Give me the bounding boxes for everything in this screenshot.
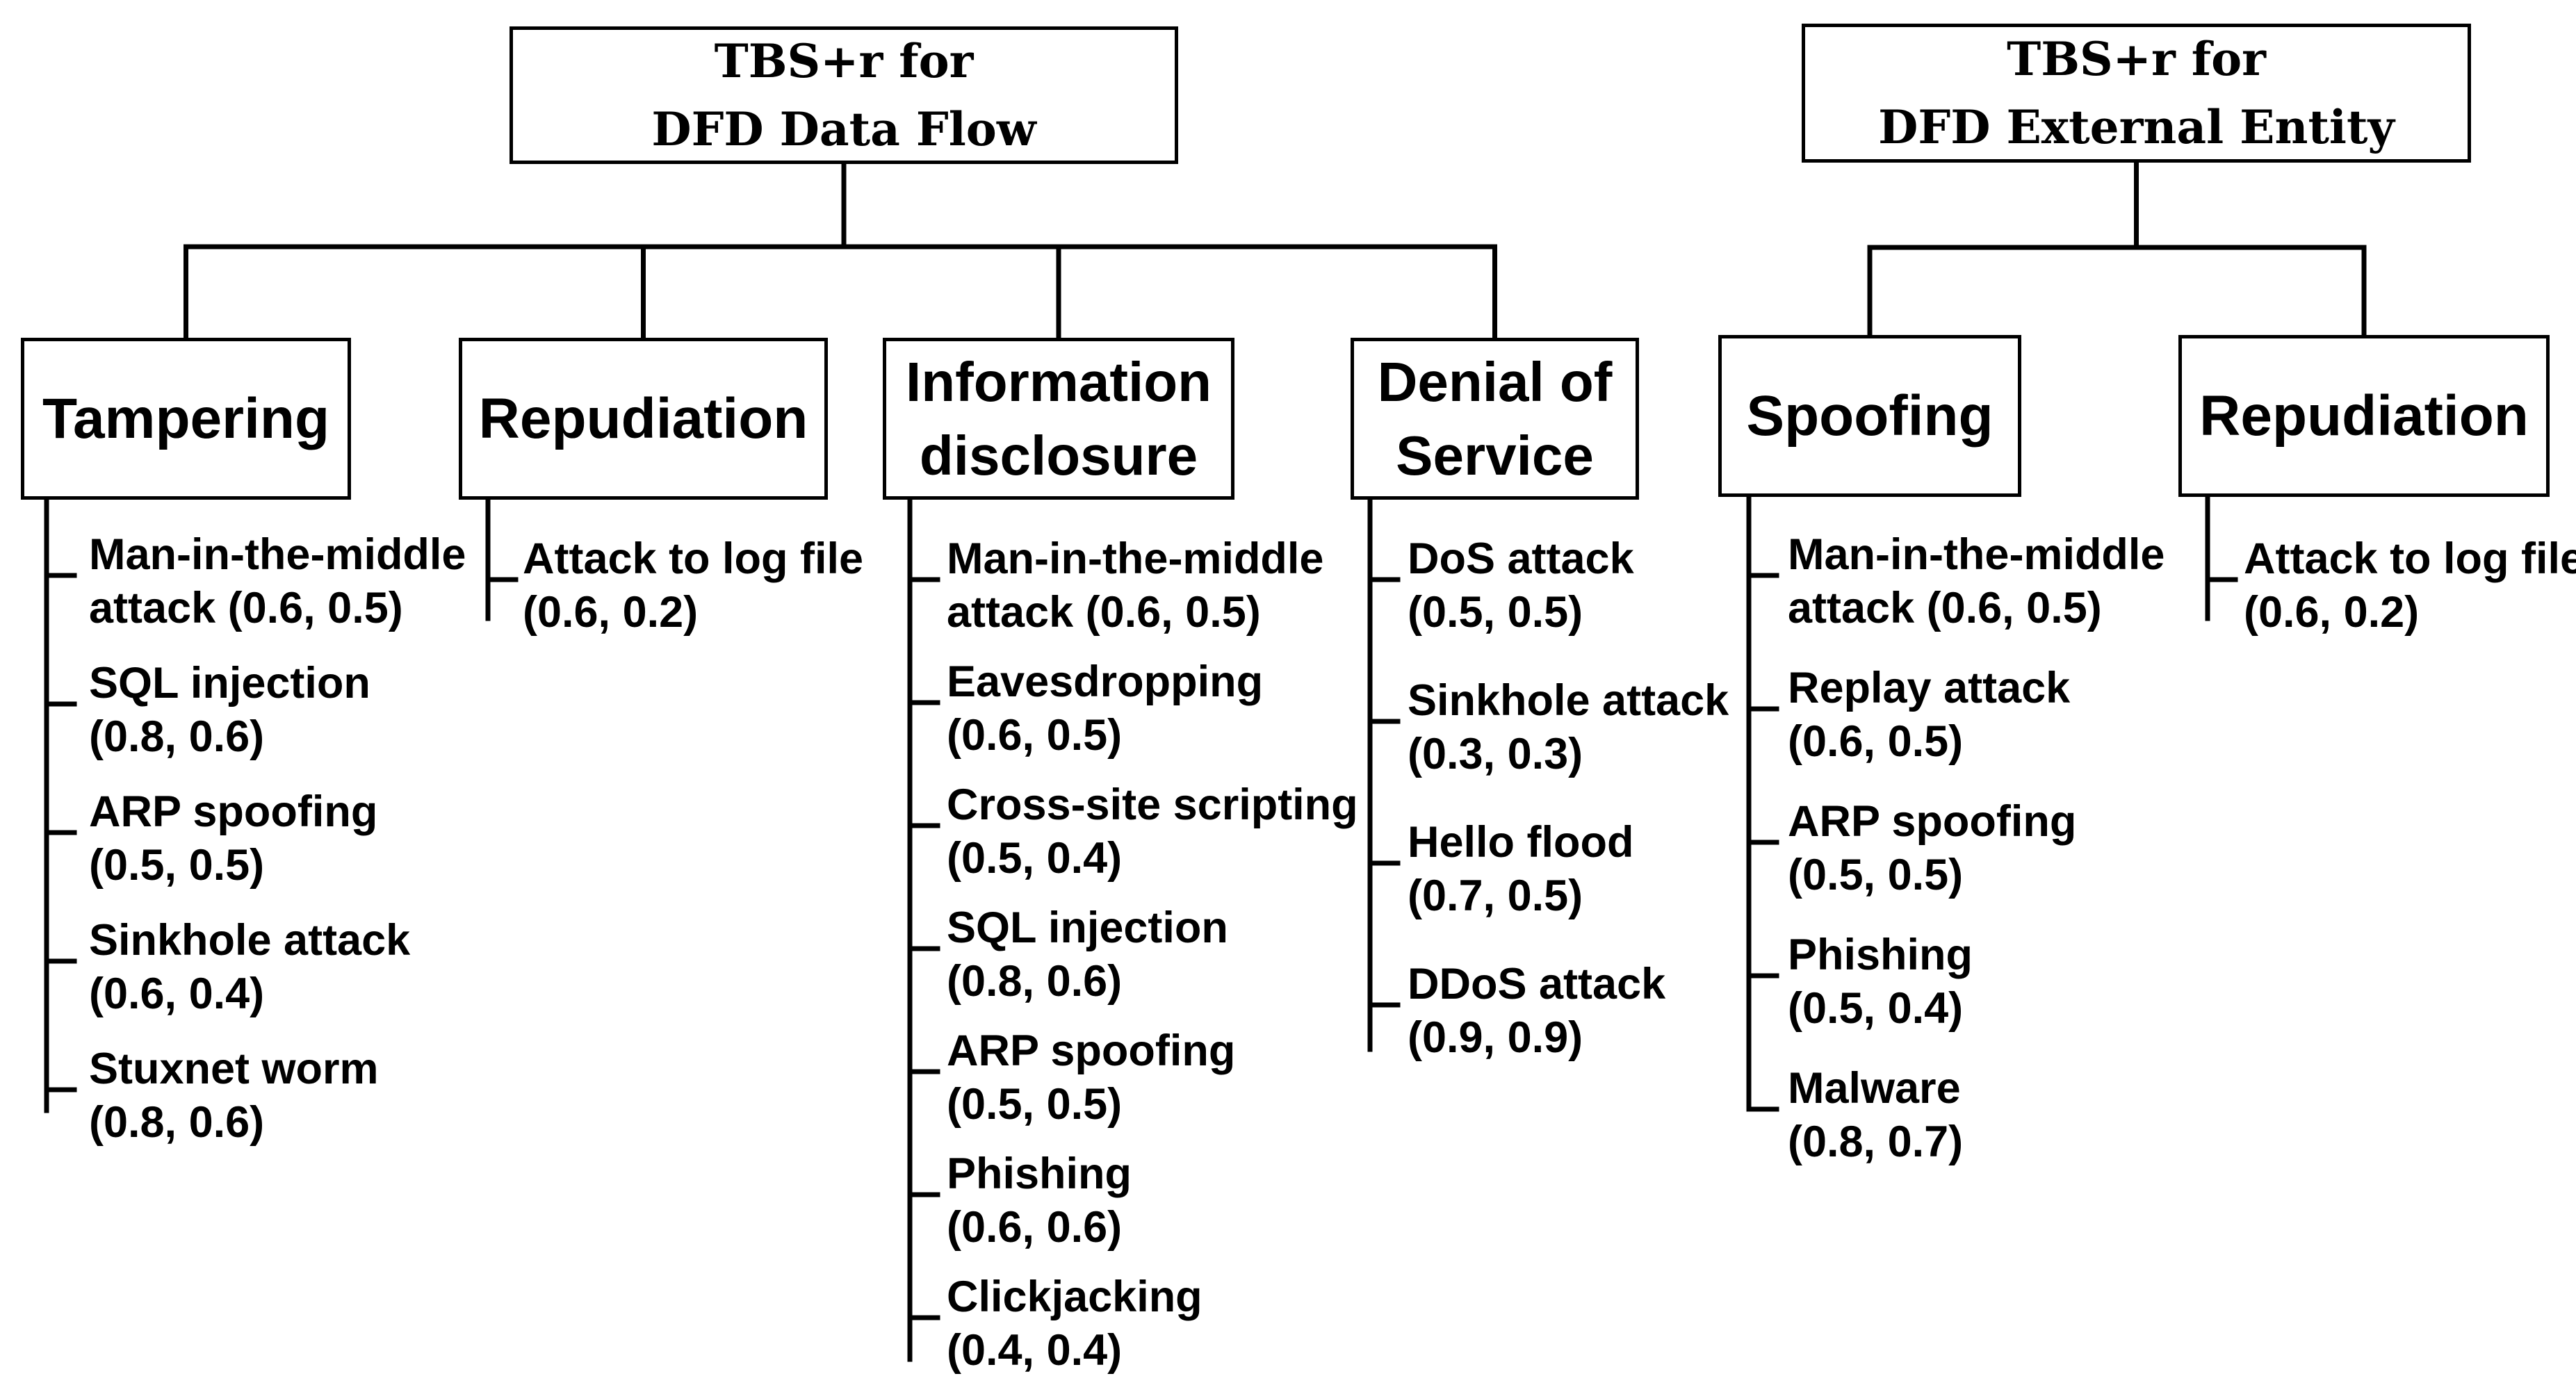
attack-values: (0.3, 0.3) <box>1408 730 1583 778</box>
attack-name: SQL injection <box>89 659 370 707</box>
attack-leaf: ARP spoofing (0.5, 0.5) <box>89 785 377 892</box>
attack-values: (0.8, 0.6) <box>947 957 1123 1006</box>
attack-name: ARP spoofing <box>89 787 378 836</box>
attack-name: Attack to log file <box>523 534 864 583</box>
attack-name: ARP spoofing <box>1788 797 2077 846</box>
attack-name: Hello flood <box>1408 818 1634 867</box>
attack-leaf: ARP spoofing (0.5, 0.5) <box>1788 795 2076 902</box>
attack-values: (0.6, 0.6) <box>947 1203 1123 1252</box>
category-node-tampering: Tampering <box>21 338 351 500</box>
attack-name: ARP spoofing <box>947 1026 1236 1075</box>
attack-values: (0.6, 0.4) <box>89 969 265 1018</box>
root-node-df: TBS+r for DFD Data Flow <box>510 26 1178 164</box>
attack-values: (0.6, 0.2) <box>523 588 699 637</box>
attack-name: Man-in-the-middle <box>1788 530 2165 579</box>
attack-leaf: Clickjacking (0.4, 0.4) <box>947 1270 1203 1377</box>
attack-name: SQL injection <box>947 903 1228 952</box>
attack-leaf: Eavesdropping (0.6, 0.5) <box>947 655 1263 762</box>
attack-name: Sinkhole attack <box>89 916 411 965</box>
attack-values: (0.6, 0.2) <box>2244 588 2420 637</box>
category-node-spoofing: Spoofing <box>1718 335 2021 497</box>
attack-values: attack (0.6, 0.5) <box>89 584 403 632</box>
category-node-dos: Denial of Service <box>1351 338 1639 500</box>
category-node-repudiation-ee: Repudiation <box>2178 335 2550 497</box>
attack-leaf: Malware (0.8, 0.7) <box>1788 1062 1963 1169</box>
attack-leaf: Phishing (0.5, 0.4) <box>1788 928 1973 1036</box>
attack-name: Man-in-the-middle <box>947 534 1324 583</box>
attack-leaf: Man-in-the-middle attack (0.6, 0.5) <box>947 532 1323 639</box>
attack-leaf: Stuxnet worm (0.8, 0.6) <box>89 1042 379 1149</box>
attack-name: Man-in-the-middle <box>89 530 466 579</box>
attack-values: (0.9, 0.9) <box>1408 1013 1583 1062</box>
attack-name: Eavesdropping <box>947 657 1264 706</box>
attack-values: (0.8, 0.6) <box>89 712 265 761</box>
attack-leaf: Man-in-the-middle attack (0.6, 0.5) <box>89 528 466 635</box>
attack-values: (0.5, 0.5) <box>89 841 265 890</box>
attack-name: DoS attack <box>1408 534 1634 583</box>
attack-values: (0.5, 0.5) <box>1408 588 1583 637</box>
attack-leaf: Sinkhole attack (0.3, 0.3) <box>1408 674 1729 781</box>
attack-leaf: SQL injection (0.8, 0.6) <box>947 901 1228 1008</box>
attack-name: Phishing <box>947 1149 1132 1198</box>
attack-name: Phishing <box>1788 931 1973 979</box>
attack-leaf: Attack to log file (0.6, 0.2) <box>523 532 863 639</box>
category-node-repudiation-df: Repudiation <box>459 338 828 500</box>
attack-values: attack (0.6, 0.5) <box>1788 584 2102 632</box>
attack-values: (0.5, 0.4) <box>947 834 1123 883</box>
attack-leaf: SQL injection (0.8, 0.6) <box>89 657 370 764</box>
attack-leaf: Sinkhole attack(0.6, 0.4) <box>89 914 410 1021</box>
attack-leaf: Phishing (0.6, 0.6) <box>947 1147 1132 1254</box>
attack-name: Attack to log file <box>2244 534 2576 583</box>
attack-values: (0.6, 0.5) <box>1788 717 1964 766</box>
attack-values: attack (0.6, 0.5) <box>947 588 1261 637</box>
root-node-ee: TBS+r for DFD External Entity <box>1802 24 2471 163</box>
attack-values: (0.6, 0.5) <box>947 711 1123 760</box>
attack-values: (0.4, 0.4) <box>947 1326 1123 1375</box>
attack-leaf: Attack to log file (0.6, 0.2) <box>2244 532 2576 639</box>
attack-leaf: DoS attack (0.5, 0.5) <box>1408 532 1634 639</box>
attack-values: (0.8, 0.7) <box>1788 1118 1964 1166</box>
attack-values: (0.7, 0.5) <box>1408 871 1583 920</box>
attack-name: Sinkhole attack <box>1408 676 1729 725</box>
attack-values: (0.8, 0.6) <box>89 1098 265 1147</box>
attack-values: (0.5, 0.4) <box>1788 984 1964 1033</box>
attack-values: (0.5, 0.5) <box>947 1080 1123 1129</box>
attack-name: Malware <box>1788 1064 1961 1113</box>
attack-name: Clickjacking <box>947 1272 1203 1321</box>
attack-name: Cross-site scripting <box>947 780 1358 829</box>
attack-name: Stuxnet worm <box>89 1045 379 1093</box>
attack-leaf: ARP spoofing (0.5, 0.5) <box>947 1024 1235 1131</box>
attack-leaf: Cross-site scripting (0.5, 0.4) <box>947 778 1358 885</box>
attack-leaf: DDoS attack (0.9, 0.9) <box>1408 958 1665 1065</box>
attack-leaf: Hello flood(0.7, 0.5) <box>1408 816 1633 923</box>
attack-name: DDoS attack <box>1408 960 1666 1008</box>
attack-name: Replay attack <box>1788 664 2071 712</box>
attack-values: (0.5, 0.5) <box>1788 851 1964 899</box>
attack-leaf: Replay attack (0.6, 0.5) <box>1788 662 2070 769</box>
category-node-info-disclosure: Information disclosure <box>883 338 1234 500</box>
attack-leaf: Man-in-the-middle attack (0.6, 0.5) <box>1788 528 2165 635</box>
